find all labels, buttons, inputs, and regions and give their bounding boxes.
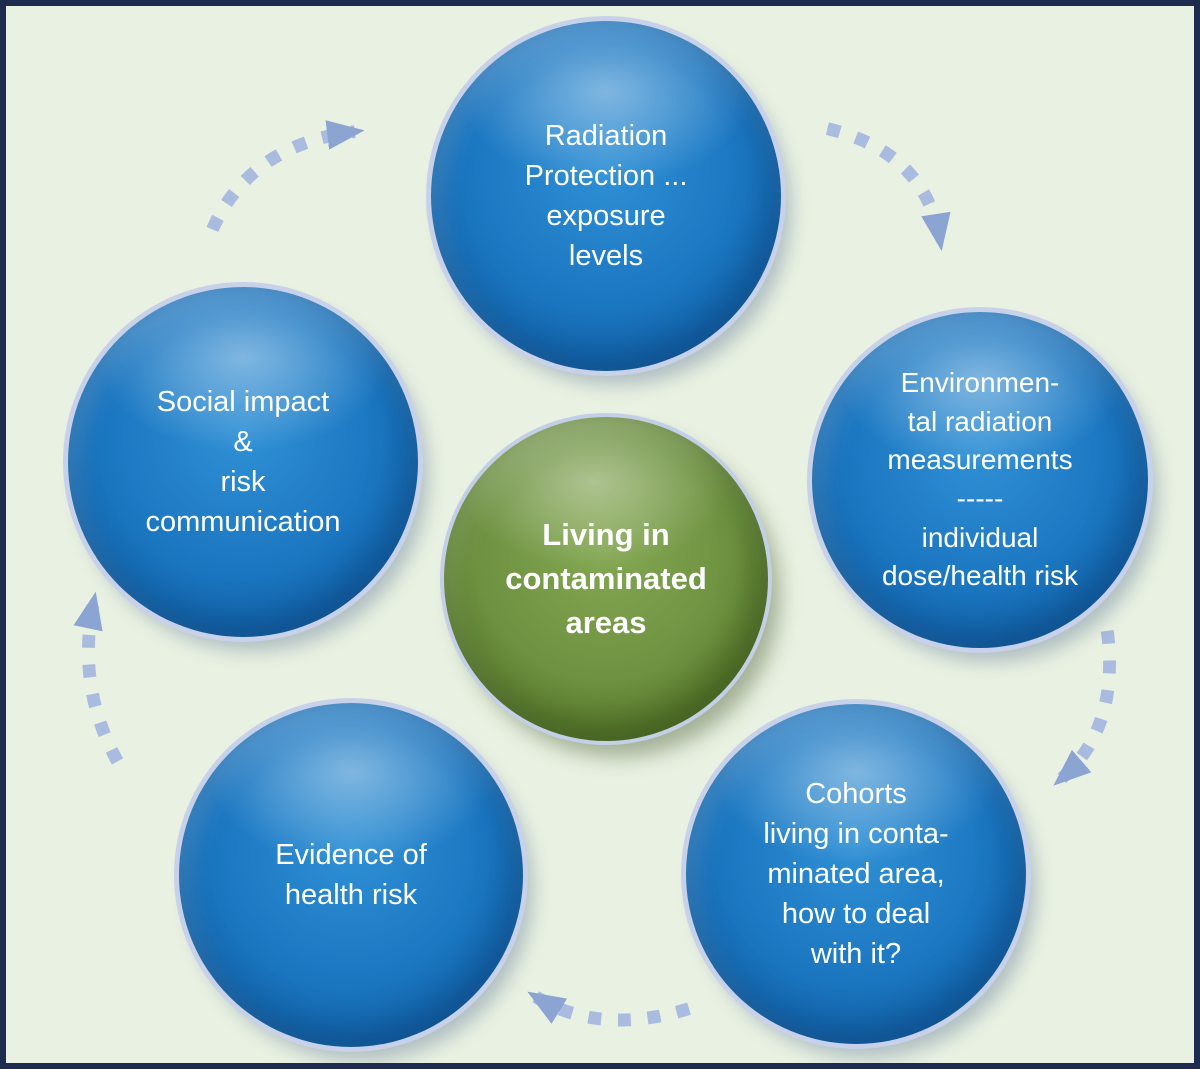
node-cohorts-contaminated-area-label: Cohorts living in conta- minated area, h…	[763, 777, 949, 971]
node-environmental-measurements-label: Environmen- tal radiation measurements -…	[881, 367, 1079, 592]
arrow-left-to-top	[206, 120, 365, 233]
arrow-bottom-left-to-left	[73, 591, 124, 765]
node-radiation-protection: Radiation Protection ... exposure levels	[431, 21, 781, 371]
node-radiation-protection-label: Radiation Protection ... exposure levels	[524, 119, 688, 273]
node-center-label: Living in contaminated areas	[505, 516, 707, 640]
node-evidence-health-risk: Evidence of health risk	[179, 703, 523, 1047]
node-social-impact-risk-communication-label: Social impact & risk communication	[145, 385, 341, 539]
node-environmental-measurements: Environmen- tal radiation measurements -…	[812, 312, 1148, 648]
node-center-living-in-contaminated-areas: Living in contaminated areas	[444, 417, 768, 741]
arrow-top-to-right	[825, 122, 951, 252]
node-social-impact-risk-communication: Social impact & risk communication	[68, 287, 418, 637]
arrow-bottom-right-to-bottom-left	[527, 991, 691, 1027]
node-cohorts-contaminated-area: Cohorts living in conta- minated area, h…	[686, 704, 1026, 1044]
arrow-right-to-bottom-right	[1053, 630, 1116, 786]
node-evidence-health-risk-label: Evidence of health risk	[275, 838, 427, 911]
